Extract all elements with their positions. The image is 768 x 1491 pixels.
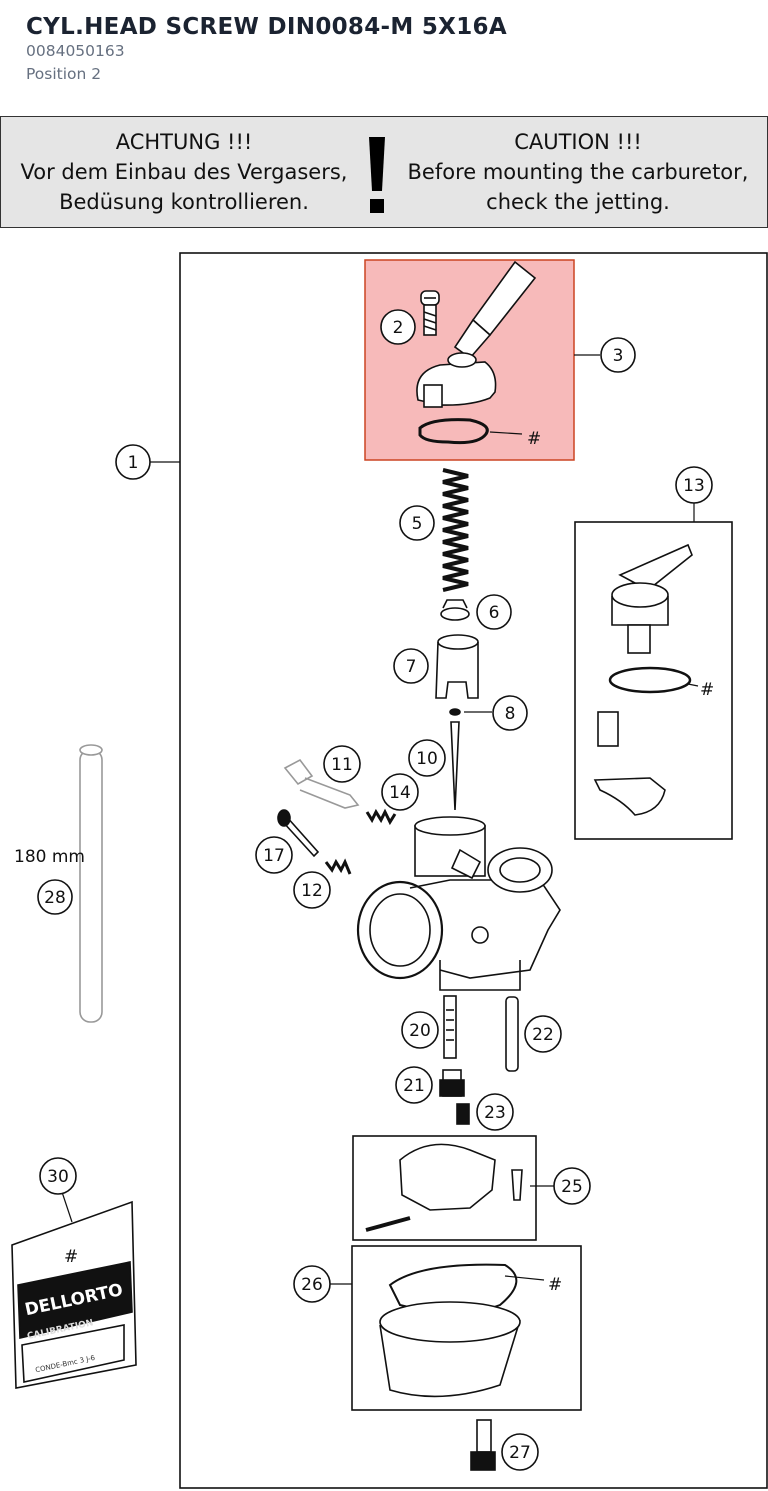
svg-text:2: 2 [393, 318, 404, 338]
hose-length-label: 180 mm [14, 847, 85, 867]
callout-23[interactable]: 23 [476, 1093, 514, 1131]
slide-spring[interactable] [442, 468, 469, 592]
svg-text:11: 11 [331, 755, 353, 775]
callout-2[interactable]: 2 [380, 309, 416, 345]
caution-english-line-2: Before mounting the carburetor, [407, 160, 749, 184]
needle-clip[interactable] [449, 708, 461, 716]
idle-adjust-screw[interactable] [283, 758, 360, 809]
svg-text:8: 8 [505, 704, 516, 724]
caution-german-line-3: Bedüsung kontrollieren. [59, 190, 309, 214]
svg-text:23: 23 [484, 1103, 506, 1123]
svg-text:26: 26 [301, 1275, 323, 1295]
mixture-screw[interactable] [277, 809, 320, 858]
caution-english: CAUTION !!! Before mounting the carburet… [395, 127, 761, 217]
svg-text:3: 3 [613, 346, 624, 366]
gasket-ring [418, 418, 489, 445]
vent-hose[interactable] [79, 744, 103, 1023]
callout-12[interactable]: 12 [293, 871, 331, 909]
callout-17[interactable]: 17 [255, 836, 293, 874]
callout-5[interactable]: 5 [399, 505, 435, 541]
caution-banner: ACHTUNG !!! Vor dem Einbau des Vergasers… [0, 116, 768, 228]
main-jet-holder[interactable] [443, 995, 457, 1059]
svg-text:6: 6 [489, 603, 500, 623]
float-box [352, 1135, 537, 1241]
choke-assembly-box [574, 521, 733, 840]
jet-needle[interactable] [450, 721, 460, 811]
callout-3[interactable]: 3 [600, 337, 636, 373]
svg-text:13: 13 [683, 476, 705, 496]
throttle-slide[interactable] [435, 634, 479, 699]
svg-text:10: 10 [416, 749, 438, 769]
mixture-spring[interactable] [324, 858, 352, 875]
callout-26[interactable]: 26 [293, 1265, 331, 1303]
page-title: CYL.HEAD SCREW DIN0084-M 5X16A [26, 14, 507, 40]
float-assembly[interactable] [365, 1143, 523, 1232]
svg-text:12: 12 [301, 881, 323, 901]
position-label: Position 2 [26, 65, 102, 83]
callout-28[interactable]: 28 [37, 879, 73, 915]
highlight-box [364, 259, 575, 461]
callout-20[interactable]: 20 [401, 1011, 439, 1049]
page-header: CYL.HEAD SCREW DIN0084-M 5X16A 008405016… [26, 14, 507, 86]
hash-mark-bowl: # [548, 1275, 562, 1295]
caution-english-line-1: CAUTION !!! [514, 130, 642, 154]
caution-german-line-1: ACHTUNG !!! [115, 130, 253, 154]
exclamation-icon [369, 137, 385, 213]
callout-7[interactable]: 7 [393, 648, 429, 684]
adjust-spring-14[interactable] [365, 808, 397, 826]
svg-text:5: 5 [412, 514, 423, 534]
callout-11[interactable]: 11 [323, 745, 361, 783]
hash-mark-choke: # [700, 680, 714, 700]
choke-lever-part[interactable] [416, 260, 537, 408]
svg-text:7: 7 [406, 657, 417, 677]
callout-13[interactable]: 13 [675, 466, 713, 504]
callout-25[interactable]: 25 [553, 1167, 591, 1205]
carburetor-body[interactable] [356, 816, 561, 991]
svg-text:17: 17 [263, 846, 285, 866]
callout-22[interactable]: 22 [524, 1015, 562, 1053]
svg-text:1: 1 [128, 453, 139, 473]
leader-lines [61, 354, 699, 1285]
hash-mark-bag: # [64, 1247, 78, 1267]
hash-mark-gasket: # [527, 429, 541, 449]
choke-lever-assembly[interactable] [593, 543, 693, 816]
jet-nut[interactable] [439, 1069, 465, 1097]
callout-10[interactable]: 10 [408, 739, 446, 777]
float-bowl-box [351, 1245, 582, 1411]
callout-21[interactable]: 21 [395, 1066, 433, 1104]
callout-6[interactable]: 6 [476, 594, 512, 630]
exploded-parts-diagram: 180 mm DELLORTO CALIBRATION CONDE-Bmc 3 … [11, 252, 768, 1489]
highlighted-part-group[interactable] [364, 259, 575, 461]
callout-1[interactable]: 1 [115, 444, 151, 480]
float-bowl[interactable] [379, 1263, 521, 1398]
callout-27[interactable]: 27 [501, 1433, 539, 1471]
svg-text:21: 21 [403, 1076, 425, 1096]
caution-german-line-2: Vor dem Einbau des Vergasers, [20, 160, 348, 184]
svg-text:30: 30 [47, 1167, 69, 1187]
svg-text:28: 28 [44, 888, 66, 908]
main-jet[interactable] [456, 1103, 470, 1125]
spring-seat[interactable] [440, 599, 470, 621]
part-number: 0084050163 [26, 42, 125, 60]
svg-text:22: 22 [532, 1025, 554, 1045]
bowl-drain-bolt[interactable] [470, 1419, 496, 1471]
assembly-frame [179, 252, 768, 1489]
caution-german: ACHTUNG !!! Vor dem Einbau des Vergasers… [7, 127, 361, 217]
caution-english-line-3: check the jetting. [486, 190, 670, 214]
svg-text:27: 27 [509, 1443, 531, 1463]
callout-8[interactable]: 8 [492, 695, 528, 731]
cylinder-head-screw[interactable] [420, 290, 440, 336]
svg-text:20: 20 [409, 1021, 431, 1041]
svg-text:25: 25 [561, 1177, 583, 1197]
jet-kit-bag[interactable]: DELLORTO CALIBRATION CONDE-Bmc 3 J-6 [11, 1200, 137, 1389]
callout-30[interactable]: 30 [39, 1157, 77, 1195]
svg-text:14: 14 [389, 783, 411, 803]
idle-jet-tube[interactable] [505, 996, 519, 1072]
callout-14[interactable]: 14 [381, 773, 419, 811]
